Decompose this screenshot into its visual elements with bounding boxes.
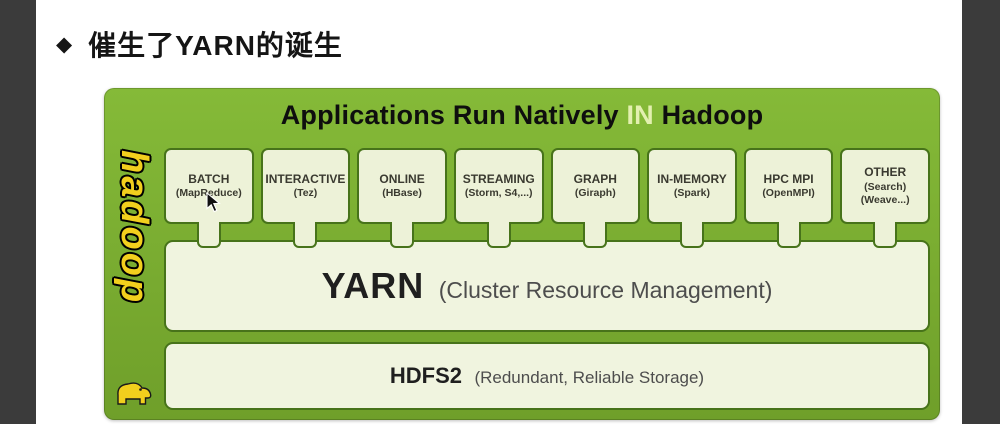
app-detail: (Storm, S4,...) [464,187,533,200]
app-box: OTHER (Search) (Weave...) [840,148,930,224]
app-box-interactive: INTERACTIVE (Tez) [260,148,351,252]
hdfs-name: HDFS2 [389,363,462,388]
hdfs-label: HDFS2 (Redundant, Reliable Storage) [390,363,704,389]
heading-text: 催生了YARN的诞生 [88,30,343,61]
app-name: OTHER [864,165,907,180]
app-box-batch: BATCH (MapReduce) [164,148,254,252]
app-box-online: ONLINE (HBase) [357,148,447,252]
letterbox-right [962,0,1000,424]
app-name: HPC MPI [763,171,814,186]
hadoop-elephant-icon [111,377,153,412]
app-detail: (Tez) [293,187,318,200]
hdfs-band: HDFS2 (Redundant, Reliable Storage) [164,342,930,410]
app-name: GRAPH [573,171,617,186]
app-name: INTERACTIVE [265,171,346,186]
connector-tab [196,222,221,248]
diagram-title: Applications Run Natively IN Hadoop [104,100,940,131]
app-detail: (HBase) [382,187,422,200]
app-box: ONLINE (HBase) [357,148,447,224]
connector-tab [293,222,318,248]
yarn-label: YARN (Cluster Resource Management) [322,265,773,307]
app-detail: (Giraph) [574,187,616,200]
app-detail: (OpenMPI) [762,187,815,200]
app-name: ONLINE [379,171,425,186]
app-box-streaming: STREAMING (Storm, S4,...) [453,148,544,252]
connector-tab [390,222,415,248]
app-name: IN-MEMORY [657,171,727,186]
slide-heading: ◆ 催生了YARN的诞生 [56,24,343,64]
hadoop-brand-strip: hadoop [104,148,162,420]
app-box-graph: GRAPH (Giraph) [550,148,641,252]
connector-tab [583,222,608,248]
letterbox-left [0,0,36,424]
app-detail: (Spark) [673,187,711,200]
app-box: STREAMING (Storm, S4,...) [453,148,544,224]
connector-tab [679,222,704,248]
app-detail2: (Weave...) [860,193,910,206]
hadoop-architecture-diagram: Applications Run Natively IN Hadoop hado… [104,88,940,420]
app-name: BATCH [188,171,230,186]
app-box: IN-MEMORY (Spark) [647,148,737,224]
connector-tab [486,222,511,248]
connector-tab [873,222,898,248]
bullet-diamond-icon: ◆ [56,32,73,56]
diagram-title-prefix: Applications Run Natively [280,100,619,130]
diagram-title-highlight: IN [626,100,654,130]
mouse-cursor-icon [206,191,222,219]
app-detail: (MapReduce) [175,187,242,200]
app-box: BATCH (MapReduce) [164,148,254,224]
app-box: HPC MPI (OpenMPI) [743,148,834,224]
hadoop-wordmark: hadoop [113,150,155,306]
app-box: INTERACTIVE (Tez) [260,148,351,224]
diagram-title-suffix: Hadoop [661,100,764,130]
app-box-hpc-mpi: HPC MPI (OpenMPI) [743,148,834,252]
app-box-other: OTHER (Search) (Weave...) [840,148,930,252]
apps-row: BATCH (MapReduce) INTERACTIVE (Tez) ONLI… [164,148,930,252]
yarn-subtitle: (Cluster Resource Management) [438,277,773,303]
app-box: GRAPH (Giraph) [550,148,641,224]
app-name: STREAMING [462,171,535,186]
app-box-in-memory: IN-MEMORY (Spark) [647,148,737,252]
yarn-name: YARN [321,265,425,306]
app-detail: (Search) [864,180,907,193]
hdfs-subtitle: (Redundant, Reliable Storage) [474,368,705,387]
yarn-band: YARN (Cluster Resource Management) [164,240,930,332]
connector-tab [776,222,801,248]
